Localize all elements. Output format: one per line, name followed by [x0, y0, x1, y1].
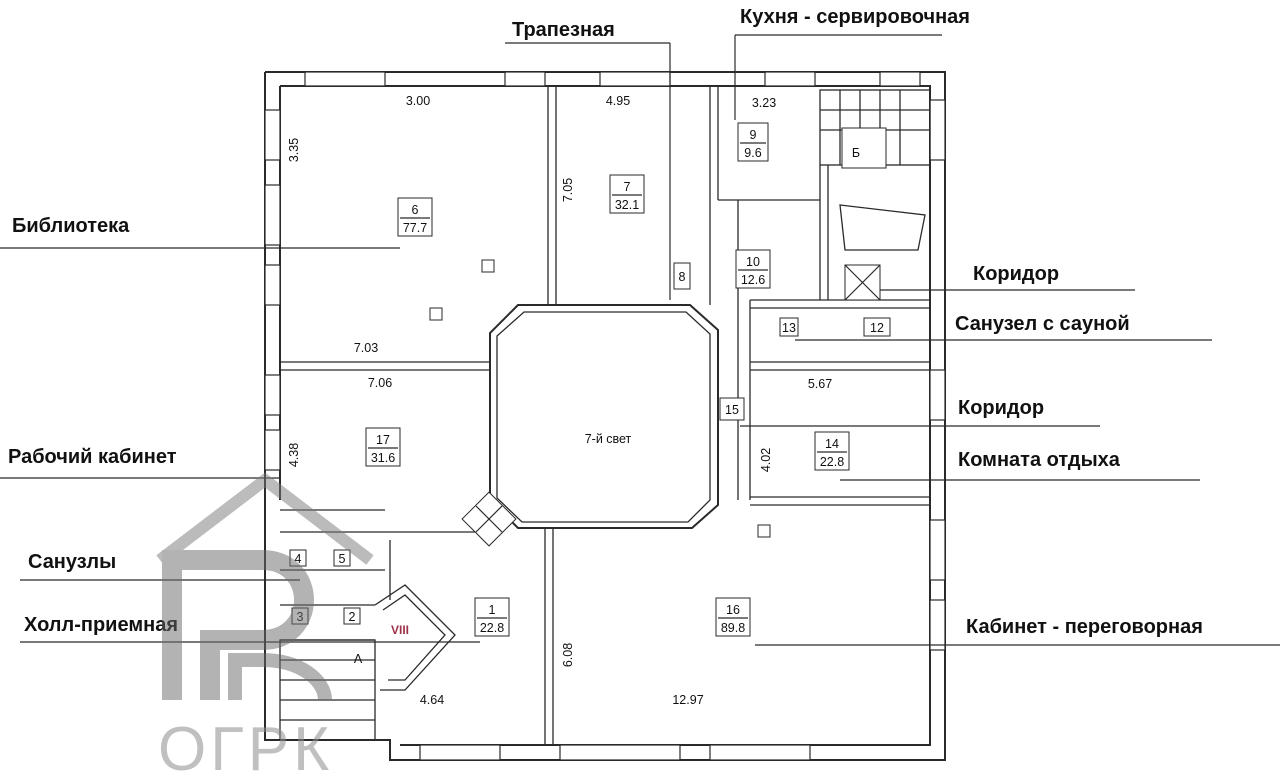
columns: [429, 259, 771, 538]
svg-text:17: 17: [376, 433, 390, 447]
label-study: Рабочий кабинет: [8, 446, 177, 468]
svg-text:32.1: 32.1: [615, 198, 639, 212]
svg-text:14: 14: [825, 437, 839, 451]
room-12: 12: [870, 321, 884, 335]
elevator-right: [844, 264, 881, 301]
svg-text:6: 6: [412, 203, 419, 217]
svg-text:10: 10: [746, 255, 760, 269]
dim-4-38: 4.38: [287, 443, 301, 467]
stair-b: [819, 89, 931, 251]
label-trapeznaya: Трапезная: [512, 19, 615, 41]
svg-text:77.7: 77.7: [403, 221, 427, 235]
elevator-center: [461, 491, 517, 547]
dim-4-95: 4.95: [606, 94, 630, 108]
room-13: 13: [782, 321, 796, 335]
stair-letter-a: А: [354, 652, 363, 666]
label-corridor-1: Коридор: [973, 263, 1059, 285]
room-2: 2: [349, 610, 356, 624]
dimensions: 3.00 4.95 3.23 3.35 7.05 7.03 7.06 4.38 …: [287, 94, 832, 707]
room-14: 14 22.8: [814, 431, 850, 471]
room-15: 15: [725, 403, 739, 417]
interior-walls: [280, 86, 930, 745]
seventh-light-label: 7-й свет: [585, 432, 632, 446]
room-1: 1 22.8: [474, 597, 510, 637]
room-tags: 6 77.7 7 32.1 9 9.6 10 12.6 17 31.6: [365, 122, 850, 637]
dim-4-02: 4.02: [759, 448, 773, 472]
svg-text:22.8: 22.8: [820, 455, 844, 469]
dim-7-05: 7.05: [561, 178, 575, 202]
label-meeting: Кабинет - переговорная: [966, 616, 1203, 638]
label-hall: Холл-приемная: [24, 614, 178, 636]
dim-4-64: 4.64: [420, 693, 444, 707]
room-6: 6 77.7: [397, 197, 433, 237]
room-10: 10 12.6: [735, 249, 771, 289]
svg-text:9.6: 9.6: [744, 146, 761, 160]
label-bathrooms: Санузлы: [28, 551, 116, 573]
dim-6-08: 6.08: [561, 643, 575, 667]
room-9: 9 9.6: [737, 122, 769, 162]
svg-text:22.8: 22.8: [480, 621, 504, 635]
stair-a: [279, 639, 376, 741]
svg-text:7: 7: [624, 180, 631, 194]
label-rest-room: Комната отдыха: [958, 449, 1121, 471]
dim-3-00: 3.00: [406, 94, 430, 108]
room-8: 8: [679, 270, 686, 284]
room-17: 17 31.6: [365, 427, 401, 467]
dim-3-35: 3.35: [287, 138, 301, 162]
room-16: 16 89.8: [715, 597, 751, 637]
dim-3-23: 3.23: [752, 96, 776, 110]
roman-eight-label: VIII: [391, 623, 409, 637]
label-kitchen: Кухня - сервировочная: [740, 6, 970, 28]
svg-text:89.8: 89.8: [721, 621, 745, 635]
room-5: 5: [339, 552, 346, 566]
svg-text:16: 16: [726, 603, 740, 617]
svg-text:31.6: 31.6: [371, 451, 395, 465]
svg-text:1: 1: [489, 603, 496, 617]
room-4: 4: [295, 552, 302, 566]
dim-7-03: 7.03: [354, 341, 378, 355]
watermark-logo: [156, 472, 374, 701]
label-bath-sauna: Санузел с сауной: [955, 313, 1130, 335]
room-7: 7 32.1: [609, 174, 645, 214]
room-labels: Трапезная Кухня - сервировочная Библиоте…: [8, 6, 1203, 638]
svg-text:12.6: 12.6: [741, 273, 765, 287]
stair-letter-b: Б: [852, 146, 860, 160]
dim-5-67: 5.67: [808, 377, 832, 391]
outer-walls: [264, 71, 946, 761]
label-corridor-2: Коридор: [958, 397, 1044, 419]
dim-12-97: 12.97: [672, 693, 703, 707]
dim-7-06: 7.06: [368, 376, 392, 390]
label-library: Библиотека: [12, 215, 130, 237]
svg-text:9: 9: [750, 128, 757, 142]
watermark-text: ОГРК: [158, 715, 333, 783]
